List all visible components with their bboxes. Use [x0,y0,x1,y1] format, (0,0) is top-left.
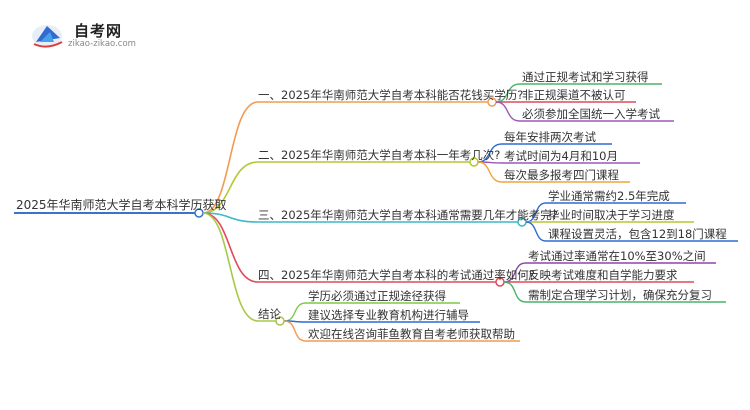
edge-root-b3 [202,212,259,223]
branch-1-label: 一、2025年华南师范大学自考本科能否花钱买学历? [258,88,524,102]
logo: 自考网 zikao-zikao.com [30,18,170,52]
root-node-label: 2025年华南师范大学自考本科学历获取 [16,198,227,212]
b3-leaf-3: 课程设置灵活，包含12到18门课程 [548,227,727,241]
branch-3-label: 三、2025年华南师范大学自考本科通常需要几年才能考完? [258,208,558,222]
b2-leaf-1: 每年安排两次考试 [504,130,596,144]
b5-leaf-2: 建议选择专业教育机构进行辅导 [308,308,469,322]
b5-leaf-3: 欢迎在线咨询菲鱼教育自考老师获取帮助 [308,327,515,341]
b5-leaf-1: 学历必须通过正规途径获得 [308,289,446,303]
b1-leaf-1: 通过正规考试和学习获得 [522,70,649,84]
b3-leaf-1: 学业通常需约2.5年完成 [548,189,670,203]
b3-leaf-2: 毕业时间取决于学习进度 [548,208,675,222]
branch-5-label: 结论 [258,307,281,321]
logo-url: zikao-zikao.com [68,39,136,49]
edge-root-b2 [202,161,259,214]
edge-root-b1 [202,101,259,214]
b2-leaf-2: 考试时间为4月和10月 [504,149,618,163]
logo-icon [32,25,63,48]
branch-2-label: 二、2025年华南师范大学自考本科一年考几次? [258,148,501,162]
edge-root-b5 [202,212,259,322]
b2-leaf-3: 每次最多报考四门课程 [504,168,619,182]
branch-4-label: 四、2025年华南师范大学自考本科的考试通过率如何? [258,268,535,282]
b1-leaf-3: 必须参加全国统一入学考试 [522,107,660,121]
b4-leaf-1: 考试通过率通常在10%至30%之间 [528,249,706,263]
b1-leaf-2: 非正规渠道不被认可 [522,88,626,102]
b4-leaf-2: 反映考试难度和自学能力要求 [528,268,678,282]
b4-leaf-3: 需制定合理学习计划，确保充分复习 [528,288,712,302]
logo-name: 自考网 [74,22,123,40]
